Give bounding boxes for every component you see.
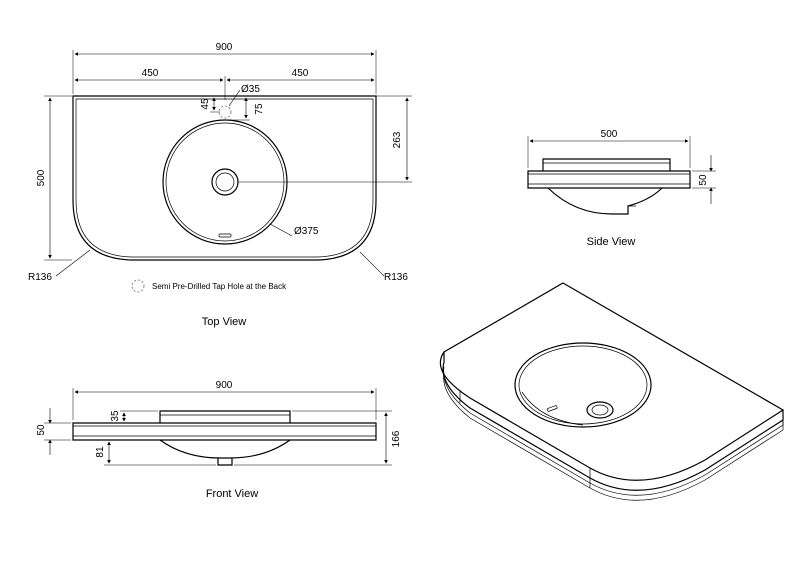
front-thickness-label: 50 [36, 424, 47, 436]
front-bowl-depth-label: 81 [95, 446, 106, 458]
tap-offset-a-label: 45 [200, 98, 211, 110]
front-view: 900 50 35 81 166 Front View [36, 380, 402, 500]
iso-bowl [514, 342, 652, 428]
tap-hole-legend-icon [131, 279, 145, 293]
iso-drain [586, 401, 614, 419]
tap-hole-note: Semi Pre-Drilled Tap Hole at the Back [152, 282, 287, 291]
isometric-view [439, 282, 785, 501]
radius-right-label: R136 [384, 272, 408, 283]
top-width-right-label: 450 [292, 68, 309, 79]
top-depth-label: 500 [36, 169, 47, 186]
bowl-offset-label: 263 [392, 131, 403, 148]
front-rim-label: 35 [110, 410, 121, 422]
side-height-label: 50 [698, 174, 709, 186]
side-width-label: 500 [601, 129, 618, 140]
front-width-label: 900 [216, 380, 233, 391]
side-bowl [547, 187, 663, 215]
front-view-title: Front View [206, 488, 258, 500]
top-view: 900 450 450 Ø35 45 75 263 500 Ø375 R [28, 42, 412, 328]
tap-hole [218, 105, 232, 119]
top-width-left-label: 450 [142, 68, 159, 79]
tap-offset-b-label: 75 [254, 103, 265, 115]
top-width-label: 900 [216, 42, 233, 53]
radius-left-label: R136 [28, 272, 52, 283]
tap-hole-dia-label: Ø35 [241, 84, 260, 95]
side-view: 500 50 Side View [527, 129, 716, 248]
top-view-outline [72, 95, 377, 261]
bowl-dia-label: Ø375 [294, 226, 319, 237]
front-total-height-label: 166 [391, 430, 402, 447]
front-bowl [159, 439, 291, 459]
iso-top-surface [439, 282, 785, 481]
top-view-title: Top View [202, 316, 246, 328]
side-view-title: Side View [587, 236, 636, 248]
